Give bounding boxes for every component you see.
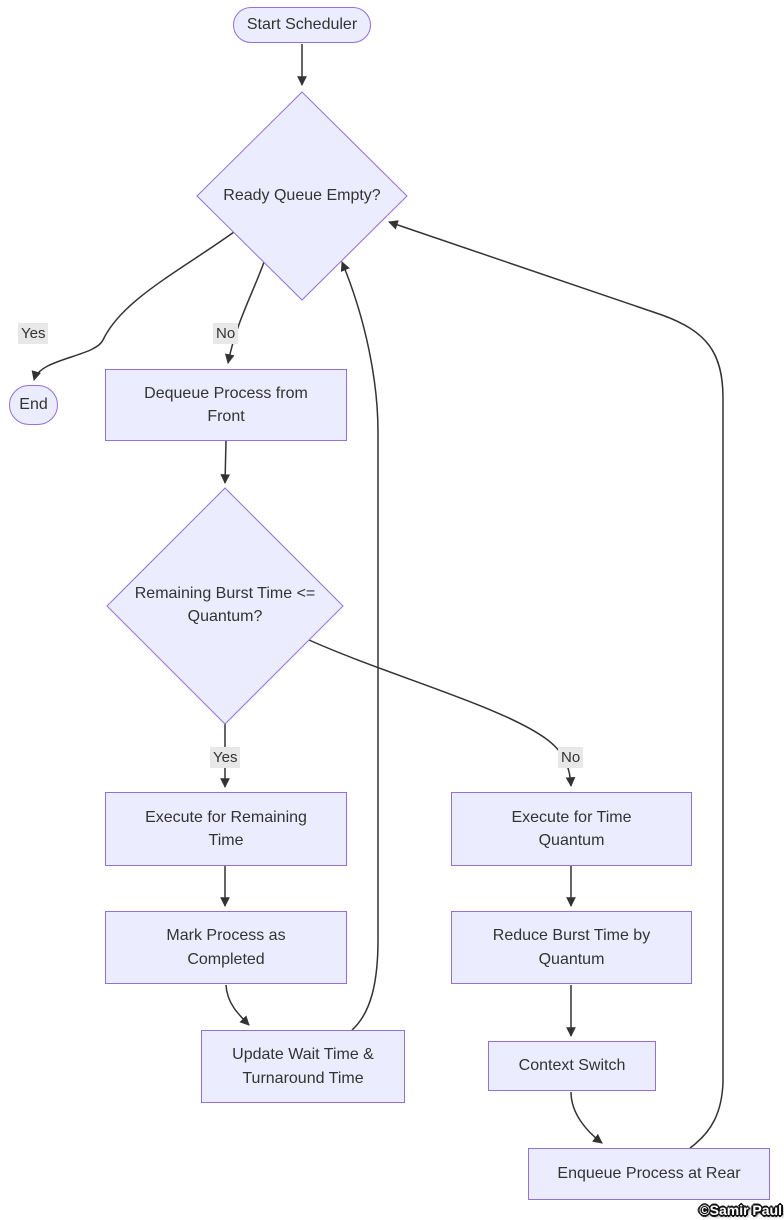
watermark-signature: ©Samir Paul [699, 1202, 782, 1218]
node-context-switch-label: Context Switch [518, 1057, 626, 1075]
node-reduce-burst: Reduce Burst Time by Quantum [451, 911, 692, 984]
edge-context-switch-to-enqueue [570, 1091, 603, 1144]
decision-ready-queue-empty-label: Ready Queue Empty? [212, 184, 392, 207]
node-reduce-burst-label: Reduce Burst Time by Quantum [492, 927, 651, 968]
edge-label-burst-yes: Yes [210, 747, 241, 768]
decision-ready-queue-empty-shape [196, 91, 408, 301]
edge-mark-completed-to-update-wait [225, 984, 250, 1026]
node-dequeue-label: Dequeue Process from Front [144, 384, 308, 425]
node-update-wait-label: Update Wait Time & Turnaround Time [232, 1046, 374, 1087]
node-execute-remaining-label: Execute for Remaining Time [145, 808, 307, 849]
node-end: End [9, 385, 58, 425]
decision-burst-check-text: Remaining Burst Time <= Quantum? [134, 585, 316, 626]
node-enqueue-rear: Enqueue Process at Rear [528, 1148, 770, 1200]
edge-dequeue-to-burst-check [220, 440, 231, 484]
edge-burst-no-to-execute-quantum [308, 639, 576, 787]
edge-update-wait-back-to-ready-check [340, 261, 379, 1031]
edge-ready-no-to-dequeue [224, 261, 265, 364]
node-dequeue: Dequeue Process from Front [105, 369, 347, 441]
edge-label-burst-no: No [558, 747, 584, 768]
decision-burst-check-shape [106, 487, 344, 725]
node-end-label: End [19, 396, 48, 414]
edge-label-ready-yes: Yes [18, 323, 49, 344]
node-start: Start Scheduler [233, 7, 371, 43]
edge-label-ready-no: No [213, 323, 239, 344]
node-execute-quantum: Execute for Time Quantum [451, 792, 692, 866]
edge-enqueue-back-to-ready-check [388, 220, 724, 1149]
node-start-label: Start Scheduler [246, 16, 358, 34]
node-execute-quantum-label: Execute for Time Quantum [511, 808, 632, 849]
edge-ready-yes-to-end [31, 231, 235, 381]
decision-burst-check-label: Remaining Burst Time <= Quantum? [130, 582, 320, 628]
decision-ready-queue-empty-text: Ready Queue Empty? [223, 187, 381, 204]
node-context-switch: Context Switch [488, 1041, 656, 1091]
node-execute-remaining: Execute for Remaining Time [105, 792, 347, 866]
node-mark-completed-label: Mark Process as Completed [166, 927, 286, 968]
node-enqueue-rear-label: Enqueue Process at Rear [557, 1165, 741, 1183]
node-update-wait: Update Wait Time & Turnaround Time [201, 1030, 405, 1103]
node-mark-completed: Mark Process as Completed [105, 911, 347, 984]
